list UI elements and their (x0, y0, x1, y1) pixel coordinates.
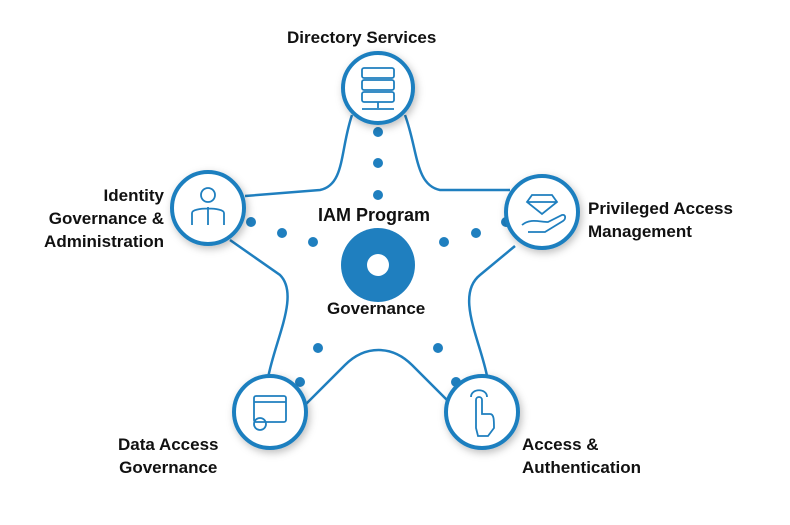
center-title: IAM Program (318, 205, 431, 225)
person-icon (191, 187, 225, 225)
label-line: Administration (44, 232, 164, 251)
node-label-data-access: Data Access Governance (118, 433, 219, 479)
node-label-directory-services: Directory Services (287, 28, 437, 47)
label-line: Governance & (48, 209, 164, 228)
server-icon (361, 67, 395, 110)
label-line: Governance (119, 458, 218, 477)
node-label-privileged-access: Privileged Access Management (588, 197, 733, 243)
diamond-hand-icon (521, 194, 567, 233)
label-line: Privileged Access (588, 199, 733, 218)
label-line: Authentication (522, 458, 641, 477)
star-outline (229, 114, 516, 406)
node-label-access-authentication: Access & Authentication (522, 433, 641, 479)
center-donut (341, 228, 415, 302)
label-line: Management (588, 222, 692, 241)
label-line: Data Access (118, 435, 219, 454)
center-label: Governance (327, 299, 426, 318)
label-line: Identity (103, 186, 164, 205)
node-label-identity-governance: Identity Governance & Administration (28, 184, 164, 253)
folders-gear-icon (253, 395, 287, 431)
finger-touch-icon (470, 389, 495, 437)
label-line: Access & (522, 435, 599, 454)
